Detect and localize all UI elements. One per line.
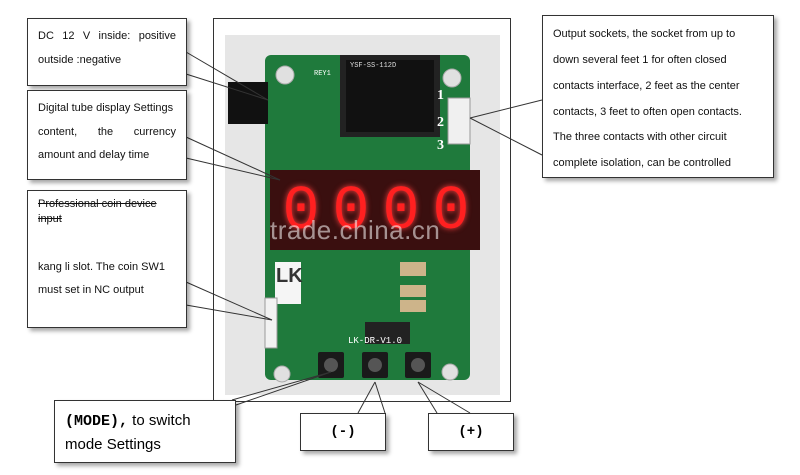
callout-minus: (-): [300, 413, 386, 451]
coin-line-1: Professional coin device input: [38, 198, 157, 226]
mode-text-2: mode Settings: [65, 436, 161, 454]
callout-coin: Professional coin device input kang li s…: [27, 190, 187, 328]
coin-connector: [264, 297, 278, 349]
leader-output: [469, 99, 543, 119]
coin-line-3: must set in NC output: [38, 284, 144, 297]
mount-hole: [275, 65, 295, 85]
leader-display: [185, 136, 281, 181]
display-digit: 0: [382, 175, 420, 247]
display-digit: 0: [282, 175, 320, 247]
leader-coin: [185, 281, 273, 321]
leader-plus: [417, 381, 438, 414]
dc-line-1: DC 12 V inside: positive: [38, 30, 176, 42]
ref-rey-label: REY1: [314, 70, 331, 78]
callout-plus: (+): [428, 413, 514, 451]
board-version-label: LK-DR-V1.0: [348, 336, 403, 346]
mount-hole: [442, 68, 462, 88]
ic-chip: [365, 322, 410, 344]
mount-hole: [441, 363, 459, 381]
pin-number-3: 3: [437, 138, 444, 153]
mode-key-label: (MODE),: [65, 413, 129, 430]
output-text: Output sockets, the socket from up to do…: [553, 28, 742, 170]
display-line-3: amount and delay time: [38, 149, 150, 162]
leader-minus: [357, 381, 376, 414]
minus-label: (-): [330, 424, 356, 440]
relay-label: YSF-SS-112D: [350, 62, 397, 70]
display-digit: 0: [332, 175, 370, 247]
display-digit: 0: [432, 175, 470, 247]
callout-mode: (MODE), to switch mode Settings: [54, 400, 236, 463]
lk-logo: [275, 262, 301, 304]
lk-logo-text: LK: [276, 265, 303, 287]
dc-line-2: outside :negative: [38, 53, 122, 66]
pin-number-1: 1: [437, 88, 444, 103]
leader-dc: [185, 51, 269, 101]
seven-segment-display: [270, 170, 480, 250]
callout-output: Output sockets, the socket from up to do…: [542, 15, 774, 178]
plus-label: (+): [458, 424, 484, 440]
leader-mode: [231, 371, 332, 401]
mode-text-1: to switch: [128, 412, 191, 429]
display-line-1: Digital tube display Settings: [38, 102, 174, 114]
watermark: trade.china.cn: [270, 215, 441, 245]
callout-dc-power: DC 12 V inside: positive outside :negati…: [27, 18, 187, 86]
mount-hole: [273, 365, 291, 383]
callout-display: Digital tube display Settings content, t…: [27, 90, 187, 180]
output-socket: [447, 97, 471, 145]
display-line-2: content, the currency: [38, 125, 176, 138]
coin-line-2: kang li slot. The coin SW1: [38, 260, 165, 273]
pin-number-2: 2: [437, 115, 444, 130]
